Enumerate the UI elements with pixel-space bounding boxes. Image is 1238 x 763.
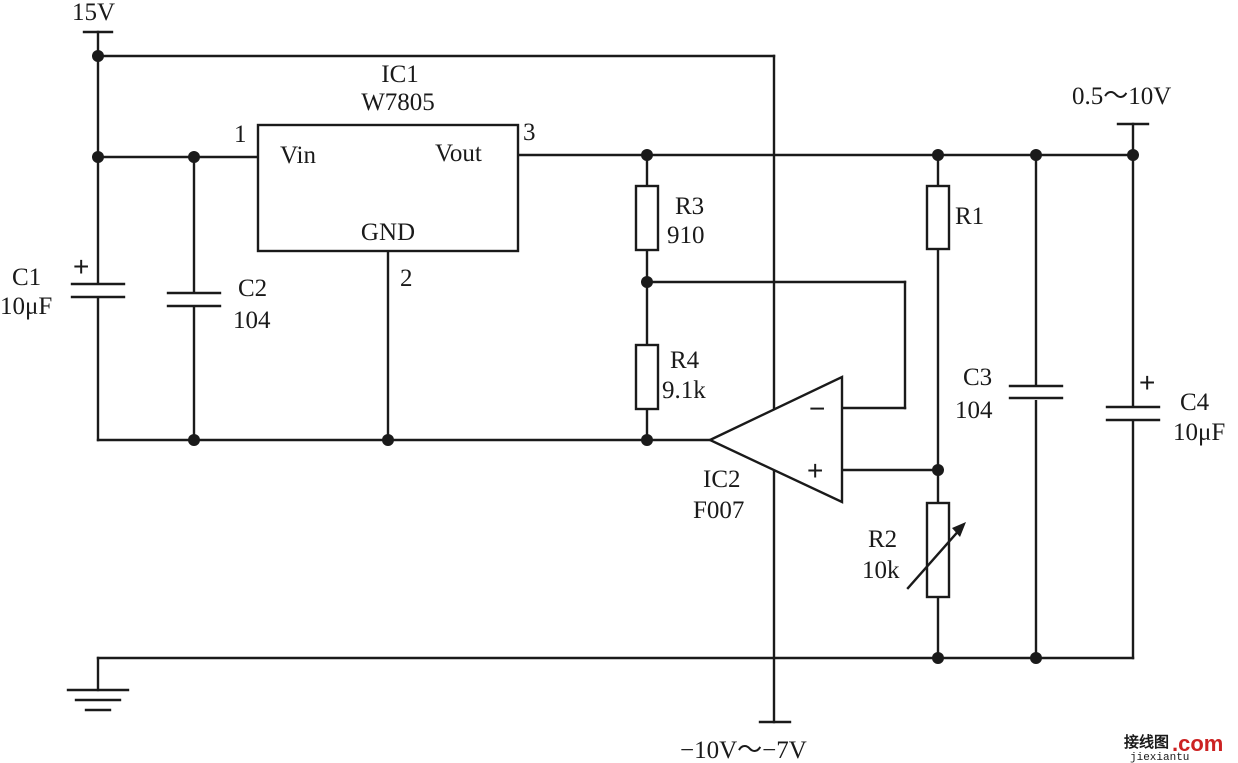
output-voltage-label: 0.5～10V — [1072, 83, 1171, 110]
r1-name: R1 — [955, 203, 984, 230]
r1-resistor: R1 — [925, 184, 984, 251]
c4-name: C4 — [1180, 389, 1210, 416]
c3-name: C3 — [963, 364, 992, 391]
c3-value: 104 — [955, 397, 993, 424]
watermark: 接线图 .com jiexiantu — [1124, 731, 1223, 763]
r3-resistor: R3 910 — [634, 184, 705, 252]
ic1-name: IC1 — [381, 61, 419, 88]
opamp-plus: + — [807, 455, 823, 486]
negative-supply-label: −10V～−7V — [680, 737, 807, 763]
ic1-pin1: 1 — [234, 121, 247, 148]
c4-value: 10μF — [1173, 419, 1225, 446]
c2-name: C2 — [238, 275, 267, 302]
watermark-dotcom: .com — [1172, 731, 1223, 756]
r4-value: 9.1k — [662, 377, 706, 404]
watermark-sub: jiexiantu — [1130, 752, 1189, 763]
ic1-regulator: IC1 W7805 Vin Vout GND 1 2 3 — [234, 61, 536, 292]
c4-plus: + — [1139, 367, 1155, 398]
c2-capacitor: C2 104 — [166, 275, 271, 334]
ic1-pin3: 3 — [523, 119, 536, 146]
r4-resistor: R4 9.1k — [634, 343, 706, 411]
ic1-gnd-label: GND — [361, 219, 415, 246]
c1-name: C1 — [12, 264, 41, 291]
watermark-cn: 接线图 — [1124, 733, 1169, 751]
r2-value: 10k — [862, 557, 900, 584]
ic2-part: F007 — [693, 497, 744, 524]
ic1-pin2: 2 — [400, 265, 413, 292]
ic1-vin-label: Vin — [280, 142, 316, 169]
c1-value: 10μF — [0, 293, 52, 320]
junction-dots — [92, 50, 1139, 664]
r2-name: R2 — [868, 526, 897, 553]
ic2-name: IC2 — [703, 466, 741, 493]
ground-icon — [66, 688, 130, 712]
r2-potentiometer: R2 10k — [862, 501, 966, 599]
ic1-body — [256, 123, 520, 253]
c1-plus: + — [73, 251, 89, 282]
input-voltage-label: 15V — [72, 0, 115, 26]
opamp-triangle — [707, 375, 844, 504]
r3-name: R3 — [675, 193, 704, 220]
ic2-opamp: − + IC2 F007 — [693, 375, 844, 524]
opamp-minus: − — [809, 393, 825, 424]
c2-value: 104 — [233, 307, 271, 334]
c3-capacitor: C3 104 — [955, 364, 1064, 424]
c4-capacitor: + C4 10μF — [1105, 367, 1225, 446]
ic1-part: W7805 — [361, 89, 435, 116]
c1-capacitor: + C1 10μF — [0, 251, 126, 320]
r3-value: 910 — [667, 222, 705, 249]
ic1-vout-label: Vout — [435, 140, 482, 167]
r4-name: R4 — [670, 347, 700, 374]
